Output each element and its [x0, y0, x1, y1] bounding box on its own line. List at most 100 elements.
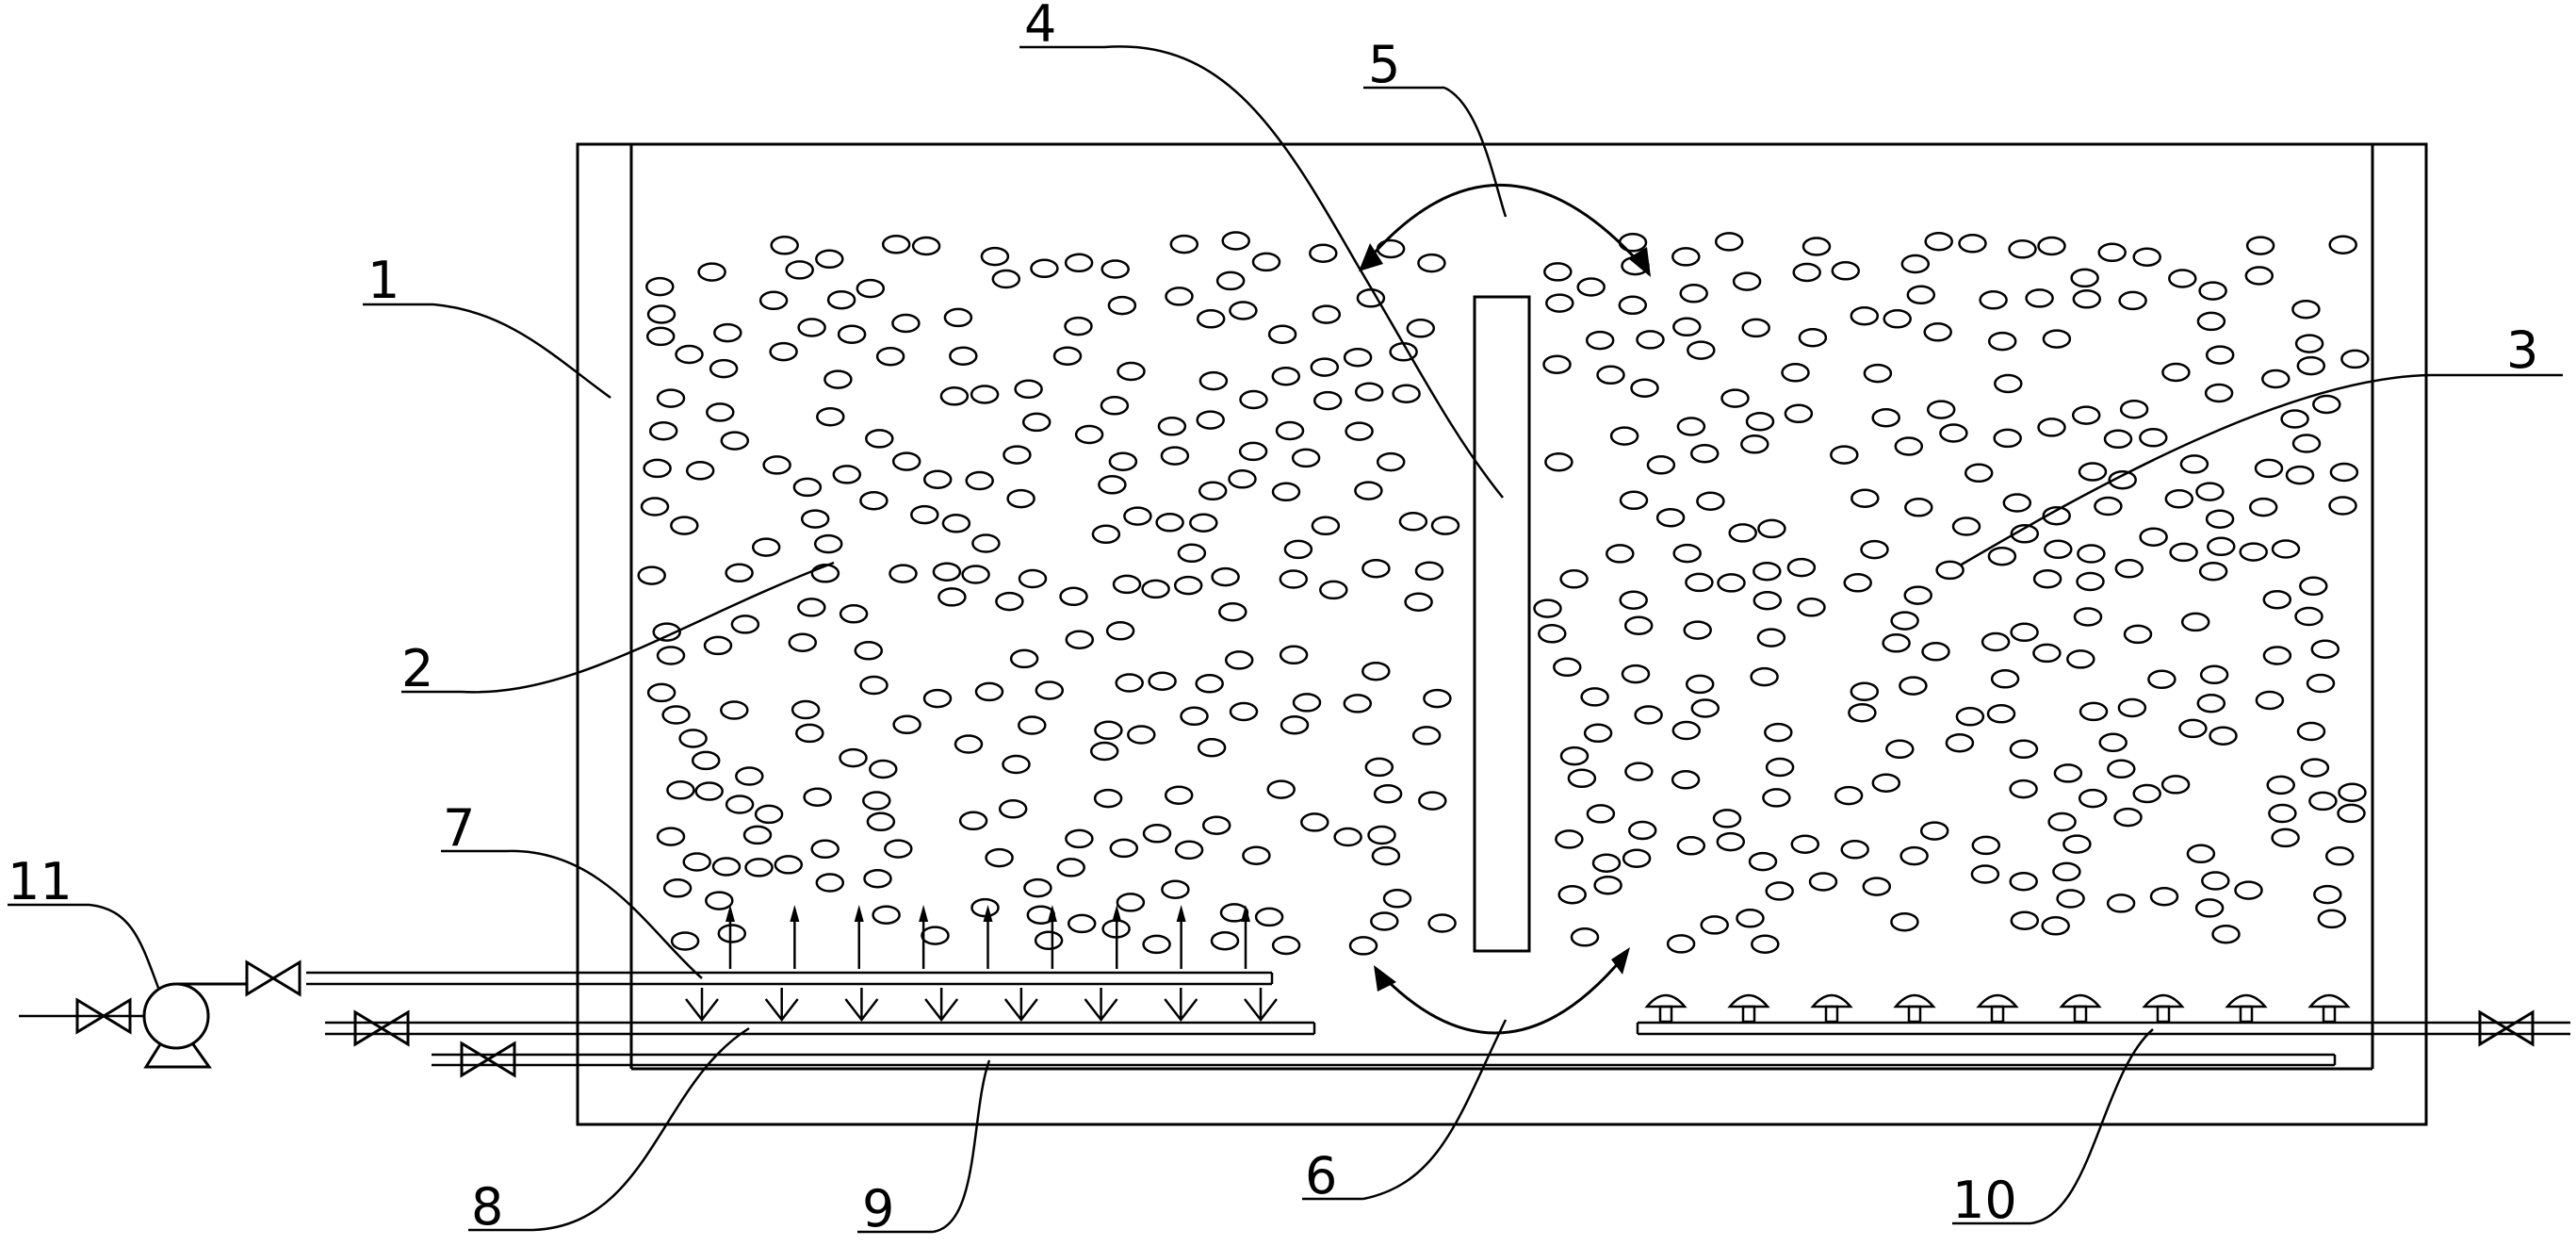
media-particle: [1717, 573, 1746, 593]
media-particle: [1890, 911, 1919, 932]
media-particle: [2037, 418, 2066, 437]
media-particle: [1023, 877, 1052, 898]
media-particle: [1906, 285, 1936, 305]
media-particle: [2062, 834, 2092, 854]
top-arc-arrowhead-right: [1628, 247, 1651, 277]
media-particle: [1899, 845, 1929, 866]
pipe-9-valve: [460, 1041, 516, 1078]
media-particle: [1105, 621, 1135, 641]
tank: [576, 142, 2428, 1126]
media-particle: [1712, 809, 1742, 828]
leader-line-8: [532, 1026, 750, 1232]
media-particle: [1197, 737, 1227, 758]
tank-outer-wall: [576, 142, 2428, 1126]
media-particle: [1291, 448, 1321, 468]
media-particle: [1018, 715, 1047, 735]
media-particle: [1189, 513, 1218, 533]
media-particle: [1580, 687, 1609, 707]
media-particle: [2204, 383, 2234, 403]
top-arc-arrowhead-left: [1359, 243, 1383, 271]
media-particle: [1885, 739, 1915, 760]
media-particle: [2180, 612, 2210, 632]
media-particle: [1557, 884, 1587, 905]
media-particle: [1987, 331, 2017, 352]
media-particle: [881, 235, 911, 254]
media-particle: [1903, 585, 1932, 605]
media-particle: [2053, 763, 2083, 783]
media-particle: [730, 615, 760, 634]
media-particle: [1646, 455, 1676, 475]
media-particle: [823, 369, 853, 389]
media-particle: [863, 868, 892, 889]
media-particle: [1430, 516, 1460, 535]
media-particle: [646, 304, 677, 324]
media-particle: [1764, 722, 1793, 743]
media-particle: [1094, 720, 1123, 741]
media-particle: [2291, 434, 2322, 453]
media-particle: [1310, 357, 1340, 377]
media-particle: [1979, 290, 2008, 310]
media-particle: [2245, 236, 2275, 255]
media-particle: [709, 358, 739, 379]
label-9: 9: [862, 1179, 894, 1238]
media-particle: [1808, 872, 1838, 892]
media-particle: [2161, 362, 2191, 383]
media-particle: [1345, 421, 1374, 441]
media-particle: [1990, 669, 2020, 689]
media-particle: [2106, 894, 2136, 913]
label-11: 11: [8, 852, 73, 911]
media-particle: [735, 766, 764, 786]
media-particle: [1860, 539, 1889, 560]
media-particle: [1745, 411, 1775, 432]
media-particle: [1671, 720, 1702, 741]
media-particle: [705, 891, 734, 910]
media-particle: [1994, 373, 2023, 394]
media-particle: [995, 591, 1024, 612]
media-particle: [2032, 568, 2062, 589]
media-particle: [1312, 304, 1342, 324]
media-particle: [1970, 864, 2000, 884]
media-particle: [1751, 934, 1780, 954]
media-particle: [2037, 236, 2066, 256]
leader-line-7: [506, 849, 703, 979]
media-particle: [1753, 590, 1783, 611]
media-particle: [1987, 546, 2017, 566]
pump: [142, 982, 247, 1069]
media-particle: [891, 451, 921, 471]
media-particle: [1714, 232, 1744, 252]
bottom-arc-arrowhead-right: [1611, 947, 1630, 975]
media-particle: [2009, 739, 2039, 760]
media-particle: [2032, 643, 2062, 664]
media-particle: [2009, 871, 2038, 892]
media-particle: [1370, 911, 1399, 931]
up-arrow-head: [854, 905, 864, 922]
media-particle: [1753, 561, 1782, 582]
media-particle: [1030, 258, 1059, 279]
media-particle: [2119, 399, 2149, 419]
up-arrow-head: [1047, 905, 1057, 922]
media-particle: [711, 857, 742, 877]
media-particle: [656, 388, 686, 408]
media-particle: [645, 276, 675, 297]
media-particle: [1720, 388, 1750, 408]
media-particle: [1687, 340, 1716, 360]
media-particle: [2294, 334, 2324, 353]
media-particle: [1619, 590, 1648, 610]
media-particle: [869, 759, 898, 779]
media-particle: [937, 587, 967, 607]
media-particle: [1900, 254, 1931, 274]
media-particle: [2205, 345, 2235, 365]
media-particle: [1271, 366, 1301, 386]
media-particle: [703, 635, 733, 656]
media-particle: [2076, 571, 2105, 592]
media-particle: [1627, 820, 1657, 841]
media-particle: [1418, 791, 1447, 811]
media-particle: [1700, 915, 1729, 935]
media-particle: [1586, 804, 1616, 824]
media-particle: [1945, 732, 1975, 753]
media-particle: [2271, 539, 2301, 559]
media-particle: [815, 873, 845, 893]
media-particle: [2132, 783, 2161, 804]
media-particle: [691, 750, 721, 771]
